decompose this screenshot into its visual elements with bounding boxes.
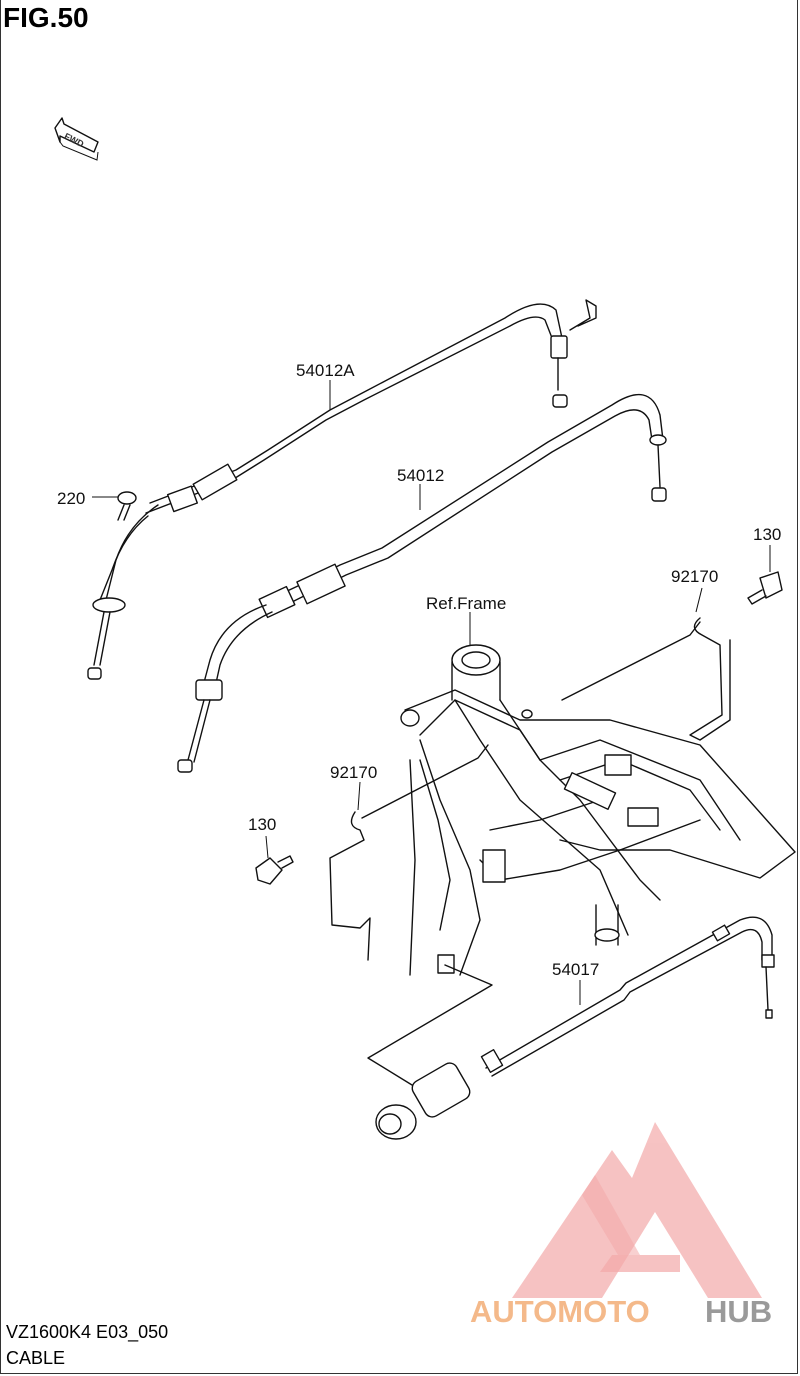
watermark-text-b: HUB [705, 1294, 772, 1329]
clamp-left-drawing [329, 781, 371, 961]
ref-frame-label: Ref.Frame [426, 594, 506, 613]
watermark-triangle-icon [512, 1122, 762, 1298]
watermark-logo [512, 1122, 762, 1298]
frame-drawing [361, 621, 796, 1086]
part-label-54012: 54012 [397, 466, 444, 485]
part-label-92170-left: 92170 [330, 763, 377, 782]
figure-title: FIG.50 [3, 2, 89, 33]
bolt-right-drawing [747, 545, 783, 605]
starter-cable-drawing [375, 916, 775, 1140]
part-label-220: 220 [57, 489, 85, 508]
part-label-54012a: 54012A [296, 361, 355, 380]
part-label-130-left: 130 [248, 815, 276, 834]
bolt-left-drawing [255, 835, 294, 885]
watermark-text-a: AUTOMOTO [470, 1294, 650, 1329]
clamp-right-drawing [689, 587, 731, 741]
leader-lines [329, 380, 471, 645]
throttle-cable-drawing [177, 393, 667, 773]
fwd-arrow-icon: FWD [54, 117, 99, 161]
part-label-130-right: 130 [753, 525, 781, 544]
cable-bolt-drawing [92, 491, 137, 521]
diagram-caption: CABLE [6, 1348, 66, 1368]
part-labels: 54012A 54012 220 130 92170 92170 130 540… [57, 361, 781, 979]
part-label-54017: 54017 [552, 960, 599, 979]
diagram-code: VZ1600K4 E03_050 [6, 1322, 169, 1342]
part-label-92170-right: 92170 [671, 567, 718, 586]
throttle-cable-a-drawing [87, 299, 597, 680]
